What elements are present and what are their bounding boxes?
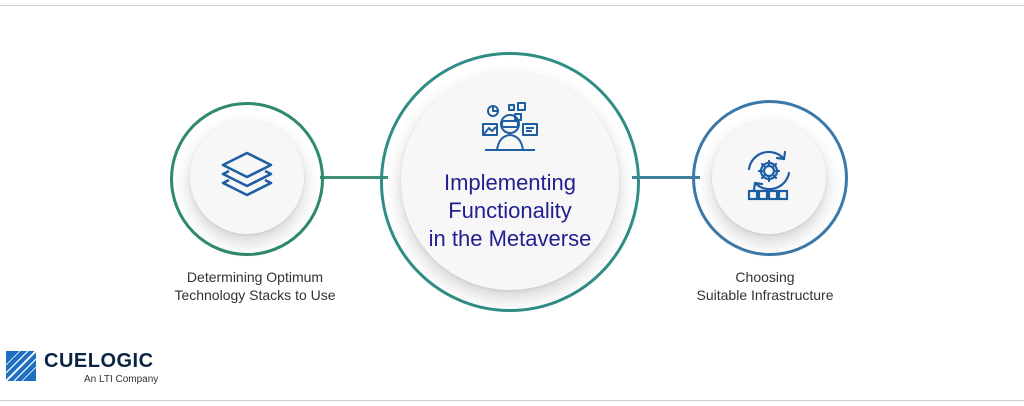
left-connector [320,176,388,179]
left-node-label: Determining Optimum Technology Stacks to… [150,268,360,304]
right-node-ring [692,100,848,256]
top-border [0,5,1024,6]
center-node: Implementing Functionality in the Metave… [401,72,619,290]
center-node-ring [380,52,640,312]
right-connector [632,176,700,179]
left-node-ring [170,102,324,256]
gear-cycle-icon [740,147,798,208]
right-label-line: Suitable Infrastructure [696,287,834,303]
right-node-label: Choosing Suitable Infrastructure [660,268,870,304]
right-label-line: Choosing [735,269,795,285]
vr-user-icon [479,102,541,159]
center-title: Implementing Functionality in the Metave… [410,169,610,253]
right-node [712,120,826,234]
brand-logo: CUELOGIC An LTI Company [5,349,158,386]
center-title-line: Implementing [443,170,577,195]
brand-name: CUELOGIC [44,350,154,372]
bottom-border [0,400,1024,401]
layers-icon [219,149,275,206]
left-label-line: Technology Stacks to Use [174,287,336,303]
left-node [190,120,304,234]
cuelogic-logo-icon [5,349,37,386]
brand-tagline: An LTI Company [84,374,159,385]
center-title-line: in the Metaverse [428,226,592,251]
left-label-line: Determining Optimum [186,269,324,285]
center-title-line: Functionality [448,198,572,223]
brand-text: CUELOGIC An LTI Company [44,350,158,386]
